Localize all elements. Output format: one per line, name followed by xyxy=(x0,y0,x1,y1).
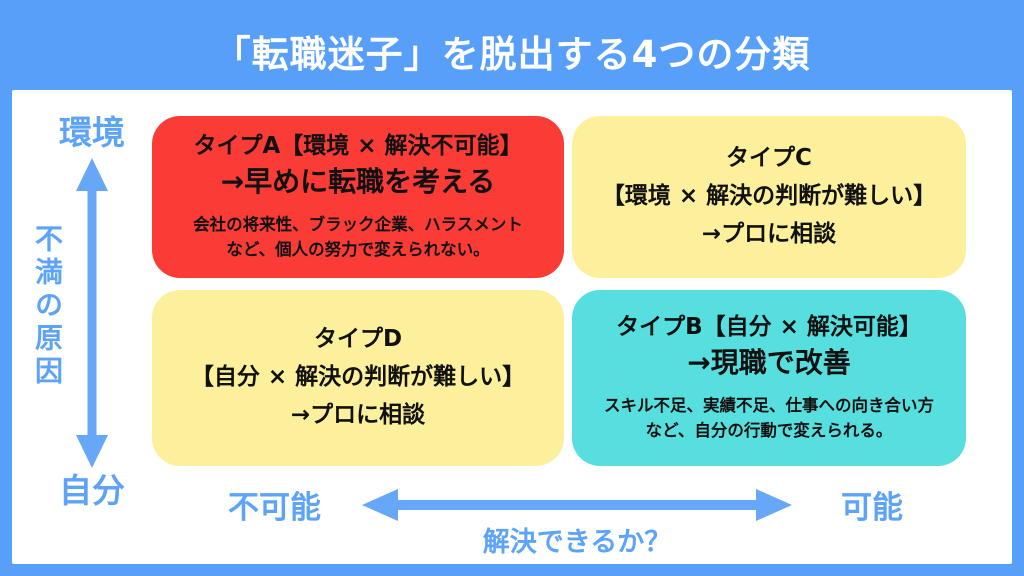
y-axis-bottom-label: 自分 xyxy=(59,471,125,510)
type-b-desc-line2: など、自分の行動で変えられる。 xyxy=(645,421,893,441)
type-d-line3: →プロに相談 xyxy=(290,401,426,428)
type-b-desc-line1: スキル不足、実績不足、仕事への向き合い方 xyxy=(604,395,934,415)
matrix-panel: 環境 不満の原因 自分 タイプA【環境 × 解決不可能】 →早めに転職を考える … xyxy=(12,90,1012,564)
x-axis-title: 解決できるか？ xyxy=(482,527,672,558)
type-b-description: スキル不足、実績不足、仕事への向き合い方 など、自分の行動で変えられる。 xyxy=(572,393,966,444)
quadrant-type-d: タイプD 【自分 × 解決の判断が難しい】 →プロに相談 xyxy=(152,290,564,466)
quadrant-type-c: タイプC 【環境 × 解決の判断が難しい】 →プロに相談 xyxy=(572,116,966,278)
type-a-desc-line2: など、個人の努力で変えられない。 xyxy=(226,240,490,260)
type-d-line1: タイプD xyxy=(313,326,403,353)
vertical-double-arrow-icon xyxy=(76,158,108,468)
horizontal-double-arrow-icon xyxy=(362,489,792,521)
quadrant-type-a: タイプA【環境 × 解決不可能】 →早めに転職を考える 会社の将来性、ブラック企… xyxy=(152,116,564,278)
type-c-line2: 【環境 × 解決の判断が難しい】 xyxy=(601,183,937,210)
type-c-line1: タイプC xyxy=(726,145,812,172)
type-a-heading: タイプA【環境 × 解決不可能】 xyxy=(193,133,523,160)
type-a-action: →早めに転職を考える xyxy=(220,165,496,199)
type-a-desc-line1: 会社の将来性、ブラック企業、ハラスメント xyxy=(193,214,523,234)
type-c-line3: →プロに相談 xyxy=(701,220,837,247)
type-d-line2: 【自分 × 解決の判断が難しい】 xyxy=(190,364,526,391)
x-axis-left-label: 不可能 xyxy=(228,490,321,526)
type-b-action: →現職で改善 xyxy=(687,346,851,380)
type-b-heading: タイプB【自分 × 解決可能】 xyxy=(616,314,922,341)
quadrant-type-b: タイプB【自分 × 解決可能】 →現職で改善 スキル不足、実績不足、仕事への向き… xyxy=(572,290,966,466)
type-a-description: 会社の将来性、ブラック企業、ハラスメント など、個人の努力で変えられない。 xyxy=(152,212,564,263)
y-axis-top-label: 環境 xyxy=(59,113,125,152)
x-axis-right-label: 可能 xyxy=(841,490,903,526)
y-axis-title: 不満の原因 xyxy=(31,224,64,389)
page-title: 「転職迷子」を脱出する4つの分類 xyxy=(213,33,811,76)
